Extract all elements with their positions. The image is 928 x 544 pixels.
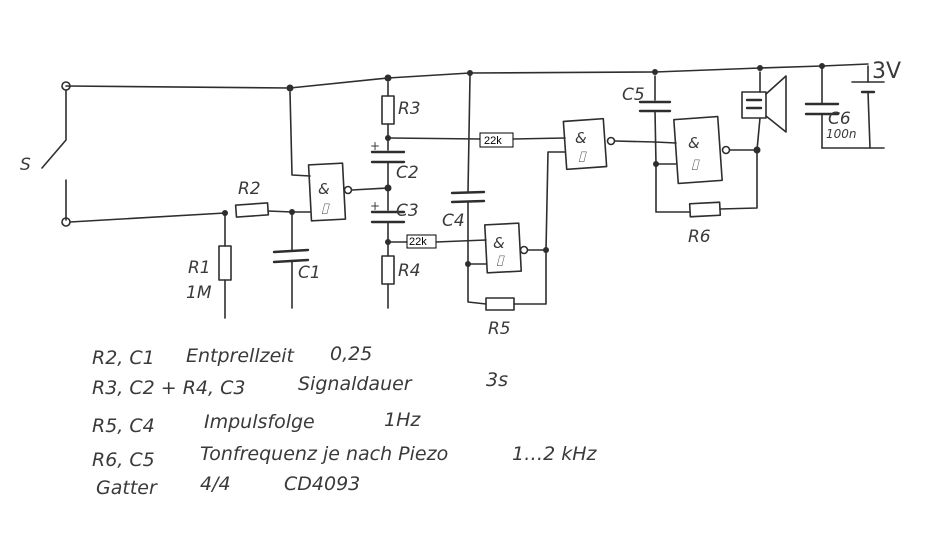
res-22k-b-label: 22k	[409, 236, 427, 248]
note-3-parts: R5, C4	[92, 415, 155, 437]
note-3-text: Impulsfolge	[204, 411, 315, 433]
r1-value: 1M	[186, 283, 212, 303]
resistor-r6: R6	[655, 149, 758, 247]
note-4-text: Tonfrequenz je nach Piezo	[200, 443, 448, 465]
note-3-value: 1Hz	[384, 409, 421, 431]
resistor-22k-b: 22k	[389, 234, 487, 249]
capacitor-c4: C4	[442, 75, 486, 267]
switch-s: S	[20, 89, 71, 227]
capacitor-c5: C5	[622, 75, 672, 167]
resistor-22k-a: 22k	[389, 132, 566, 148]
c4-label: C4	[442, 211, 465, 231]
svg-text:+: +	[370, 199, 380, 213]
supply-label: 3V	[872, 59, 901, 84]
gate-1-and-symbol: &	[318, 180, 330, 198]
notes-block: R2, C1 Entprellzeit 0,25 R3, C2 + R4, C3…	[92, 343, 598, 499]
r4-label: R4	[398, 261, 421, 281]
gate-2: & ⌷	[467, 222, 549, 274]
gate-1: & ⌷	[289, 91, 389, 222]
c1-label: C1	[298, 263, 321, 283]
note-5-value: CD4093	[284, 473, 360, 495]
gate-4-schmitt: ⌷	[690, 156, 700, 174]
capacitor-c1: C1	[272, 211, 321, 309]
timing-column: R3 + C2 + C3 R4	[370, 81, 421, 309]
gate-1-schmitt: ⌷	[320, 200, 330, 218]
switch-label: S	[20, 155, 31, 175]
r3-label: R3	[398, 99, 421, 119]
gate-2-schmitt: ⌷	[495, 252, 505, 270]
note-2-parts: R3, C2 + R4, C3	[92, 377, 245, 399]
note-4-parts: R6, C5	[92, 449, 155, 471]
r2-label: R2	[238, 179, 261, 199]
note-2-text: Signaldauer	[298, 373, 413, 395]
supply-rail	[61, 63, 869, 92]
r1-label: R1	[188, 258, 211, 278]
c6-label: C6	[828, 109, 851, 129]
r5-label: R5	[488, 319, 511, 339]
resistor-r5: R5	[467, 249, 547, 339]
battery-3v: 3V	[821, 59, 901, 149]
c2-label: C2	[396, 163, 419, 183]
resistor-r1: R1 1M	[186, 212, 232, 319]
gate-4-and-symbol: &	[688, 134, 700, 152]
note-5-text: 4/4	[200, 473, 231, 495]
c6-value: 100n	[826, 127, 857, 141]
capacitor-c6: C6 100n	[804, 67, 857, 149]
r6-label: R6	[688, 227, 711, 247]
note-4-value: 1…2 kHz	[512, 443, 598, 465]
input-wire	[69, 212, 226, 223]
gate-3-schmitt: ⌷	[577, 148, 587, 166]
note-1-value: 0,25	[330, 343, 372, 365]
svg-text:+: +	[370, 139, 380, 153]
res-22k-a-label: 22k	[484, 135, 502, 147]
note-1-text: Entprellzeit	[186, 345, 296, 367]
gate-3: & ⌷	[545, 117, 656, 251]
gate-4: & ⌷	[654, 115, 761, 185]
note-5-parts: Gatter	[96, 477, 158, 499]
gate-3-and-symbol: &	[575, 129, 587, 147]
note-2-value: 3s	[486, 369, 508, 391]
piezo-speaker	[741, 71, 787, 151]
resistor-r2: R2	[234, 179, 293, 218]
c5-label: C5	[622, 85, 645, 105]
note-1-parts: R2, C1	[92, 347, 155, 369]
c3-label: C3	[396, 201, 419, 221]
gate-2-and-symbol: &	[493, 234, 505, 252]
